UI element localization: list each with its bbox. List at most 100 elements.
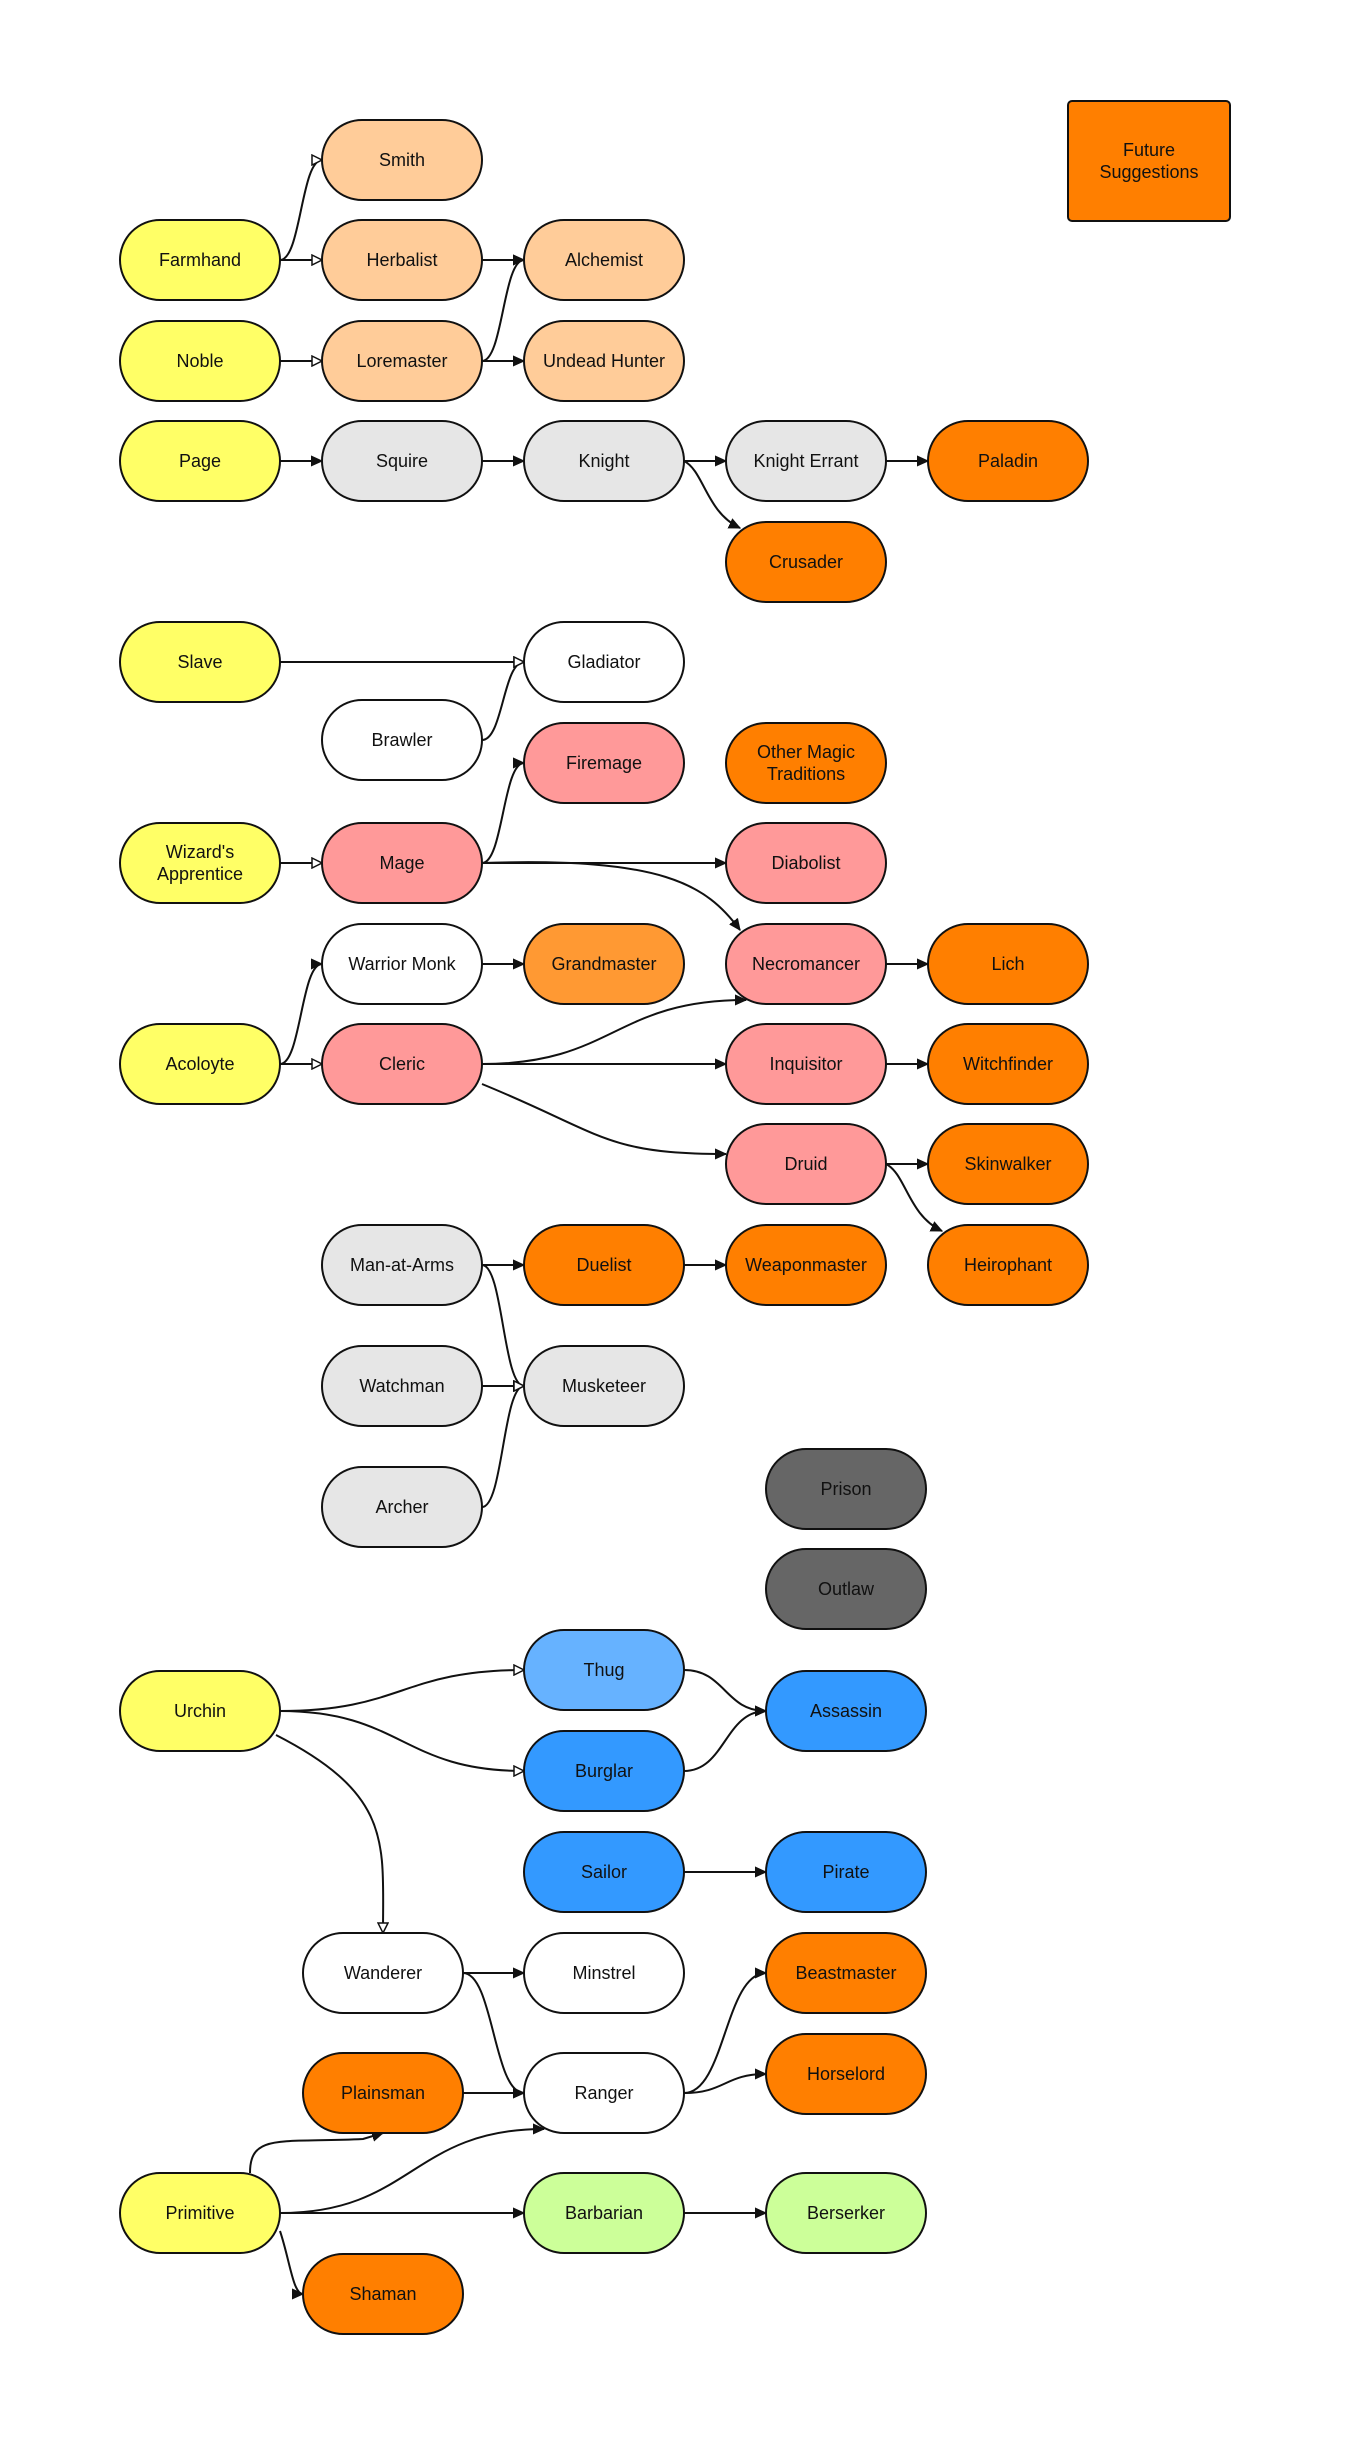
node-shape: [523, 320, 685, 402]
node-wanderer: Wanderer: [302, 1932, 464, 2014]
node-shape: [523, 722, 685, 804]
node-crusader: Crusader: [725, 521, 887, 603]
node-slave: Slave: [119, 621, 281, 703]
node-label: Slave: [177, 652, 222, 672]
nodes-layer: FarmhandNoblePageSlaveWizard'sApprentice…: [119, 119, 1089, 2335]
node-mage: Mage: [321, 822, 483, 904]
node-label: Brawler: [371, 730, 432, 750]
node-label: Squire: [376, 451, 428, 471]
node-label: Skinwalker: [964, 1154, 1051, 1174]
node-loremaster: Loremaster: [321, 320, 483, 402]
node-shape: [725, 1123, 887, 1205]
node-label: Thug: [583, 1660, 624, 1680]
node-knighterrant: Knight Errant: [725, 420, 887, 502]
node-witchfinder: Witchfinder: [927, 1023, 1089, 1105]
edge-primitive-to-shaman: [279, 2230, 303, 2294]
edge-brawler-to-gladiator: [481, 662, 524, 741]
node-shape: [321, 699, 483, 781]
node-grandmaster: Grandmaster: [523, 923, 685, 1005]
node-shaman: Shaman: [302, 2253, 464, 2335]
edge-wanderer-to-ranger: [462, 1972, 524, 2093]
node-shape: [523, 2052, 685, 2134]
node-diabolist: Diabolist: [725, 822, 887, 904]
node-shape: [119, 1670, 281, 1752]
node-label: Acoloyte: [165, 1054, 234, 1074]
node-label: Shaman: [349, 2284, 416, 2304]
node-weaponmaster: Weaponmaster: [725, 1224, 887, 1306]
edge-ranger-to-beastmaster: [683, 1973, 766, 2094]
node-urchin: Urchin: [119, 1670, 281, 1752]
edge-urchin-to-burglar: [279, 1710, 524, 1771]
node-berserker: Berserker: [765, 2172, 927, 2254]
node-shape: [765, 2033, 927, 2115]
node-shape: [302, 1932, 464, 2014]
node-warriormonk: Warrior Monk: [321, 923, 483, 1005]
node-shape: [927, 420, 1089, 502]
node-shape: [765, 1670, 927, 1752]
node-shape: [321, 320, 483, 402]
edge-manatarms-to-musketeer: [481, 1264, 524, 1386]
node-shape: [523, 1831, 685, 1913]
node-shape: [523, 1932, 685, 2014]
node-shape: [927, 1224, 1089, 1306]
node-firemage: Firemage: [523, 722, 685, 804]
node-shape: [119, 1023, 281, 1105]
node-shape: [523, 1730, 685, 1812]
node-manatarms: Man-at-Arms: [321, 1224, 483, 1306]
node-shape: [725, 1224, 887, 1306]
node-shape: [302, 2253, 464, 2335]
edge-primitive-to-plainsman: [249, 2133, 383, 2174]
node-necromancer: Necromancer: [725, 923, 887, 1005]
edge-acolyte-to-warriormonk: [279, 964, 322, 1065]
node-label: Urchin: [174, 1701, 226, 1721]
node-sailor: Sailor: [523, 1831, 685, 1913]
edge-mage-to-necromancer: [481, 861, 741, 930]
node-label: Minstrel: [572, 1963, 635, 1983]
node-label: Knight: [578, 451, 629, 471]
node-label: Mage: [379, 853, 424, 873]
node-label: Gladiator: [567, 652, 640, 672]
node-shape: [725, 521, 887, 603]
node-label: Future: [1123, 140, 1175, 160]
edges-layer: [249, 160, 942, 2294]
node-squire: Squire: [321, 420, 483, 502]
node-archer: Archer: [321, 1466, 483, 1548]
node-label: Grandmaster: [551, 954, 656, 974]
node-shape: [765, 1831, 927, 1913]
node-shape: [321, 1466, 483, 1548]
node-label: Page: [179, 451, 221, 471]
node-shape: [119, 2172, 281, 2254]
node-lich: Lich: [927, 923, 1089, 1005]
node-thug: Thug: [523, 1629, 685, 1711]
edge-primitive-to-ranger: [279, 2129, 544, 2214]
node-shape: [321, 1345, 483, 1427]
node-shape: [725, 923, 887, 1005]
node-label: Prison: [820, 1479, 871, 1499]
edge-archer-to-musketeer: [481, 1386, 524, 1508]
node-shape: [765, 1932, 927, 2014]
node-shape: [321, 923, 483, 1005]
node-plainsman: Plainsman: [302, 2052, 464, 2134]
node-shape: [523, 621, 685, 703]
node-shape: [321, 1224, 483, 1306]
node-label: Smith: [379, 150, 425, 170]
node-shape: [119, 822, 281, 904]
node-cleric: Cleric: [321, 1023, 483, 1105]
node-beastmaster: Beastmaster: [765, 1932, 927, 2014]
node-watchman: Watchman: [321, 1345, 483, 1427]
node-shape: [523, 219, 685, 301]
node-label: Traditions: [767, 764, 845, 784]
node-shape: [321, 1023, 483, 1105]
node-shape: [321, 219, 483, 301]
node-prison: Prison: [765, 1448, 927, 1530]
node-outlaw: Outlaw: [765, 1548, 927, 1630]
edge-thug-to-assassin: [683, 1669, 766, 1711]
edge-burglar-to-assassin: [683, 1711, 766, 1772]
edge-knight-to-crusader: [683, 460, 740, 529]
node-label: Alchemist: [565, 250, 643, 270]
edge-druid-to-heirophant: [885, 1163, 942, 1232]
node-label: Archer: [375, 1497, 428, 1517]
